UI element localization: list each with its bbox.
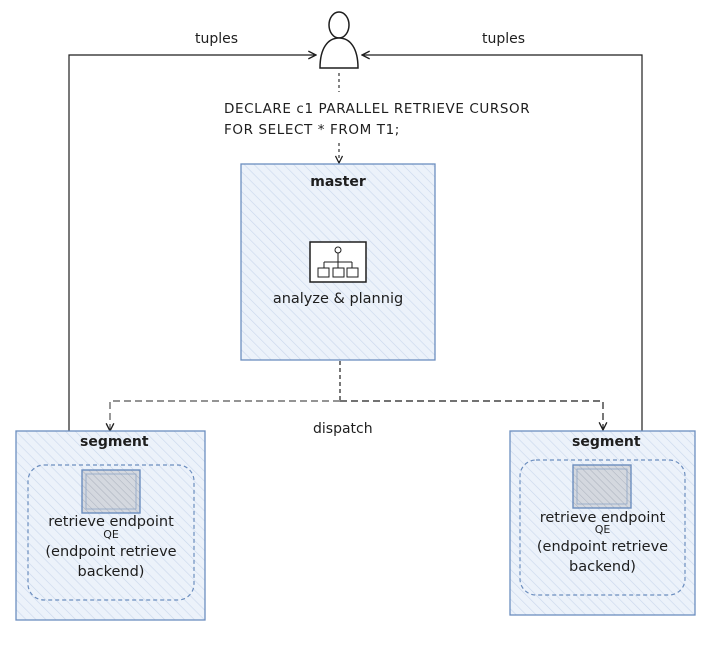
master-title: master [310,174,366,190]
segment-right-qe-label: QE [594,523,611,536]
dispatch-label: dispatch [313,421,373,437]
segment-left-endpoint-box [27,464,195,601]
tuples-right-label: tuples [482,31,526,47]
query-line-1: DECLARE c1 PARALLEL RETRIEVE CURSOR [224,101,531,117]
segment-left-endpoint-label: retrieve endpoint [48,514,174,530]
segment-left-box [15,430,206,621]
monitor-icon-right [572,464,632,509]
tuples-right-edge [362,55,643,458]
segment-right-box [509,430,696,616]
segment-left-title: segment [80,434,149,450]
segment-left-backend-line-2: backend) [77,564,145,580]
segment-right-endpoint-label: retrieve endpoint [539,510,666,526]
master-label: analyze & plannig [272,291,404,307]
segment-right-backend-line-2: backend) [569,559,636,575]
tuples-left-label: tuples [195,31,239,47]
segment-left-backend-line-1: (endpoint retrieve [45,544,177,560]
monitor-icon-left [81,469,141,514]
segment-right-endpoint-box [519,459,686,596]
segment-right-backend-line-1: (endpoint retrieve [536,539,669,555]
segment-left-qe-label: QE [103,528,119,541]
tuples-left-edge [68,55,316,462]
plan-tree-icon [309,241,367,283]
user-icon [319,11,359,69]
query-line-2: FOR SELECT * FROM T1; [224,122,400,138]
segment-right-title: segment [572,434,641,450]
